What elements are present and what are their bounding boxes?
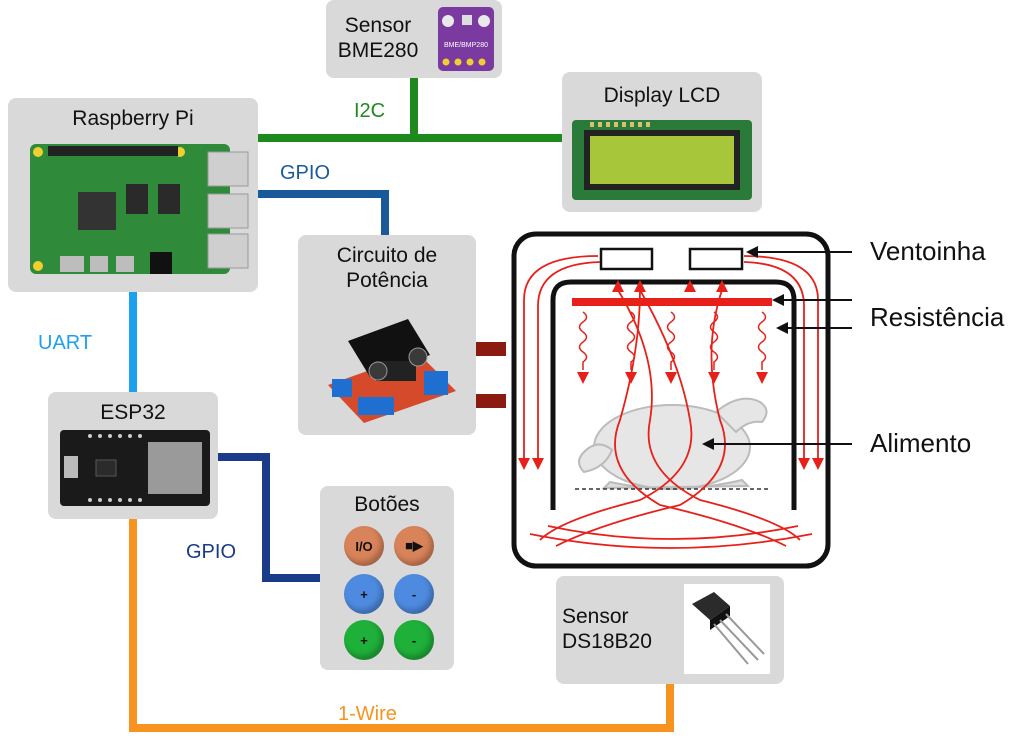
oven xyxy=(511,231,852,569)
gpio-bottom-label: GPIO xyxy=(186,541,237,563)
display-lcd-title: Display LCD xyxy=(603,84,721,107)
i2c-bus xyxy=(258,78,562,142)
airflow-arrows xyxy=(518,280,824,470)
bme280-chip-text: BME/BMP280 xyxy=(444,42,488,49)
callout-lines xyxy=(706,251,852,445)
food-label: Alimento xyxy=(870,428,972,458)
power-circuit-title: Circuito de Potência xyxy=(336,244,438,293)
green-plus-button[interactable]: + xyxy=(344,620,384,660)
gpio-top-wire xyxy=(258,190,389,237)
food-chicken xyxy=(578,397,768,490)
onewire-wire xyxy=(129,519,674,732)
esp32-board-image xyxy=(60,430,210,506)
power-link xyxy=(476,342,506,408)
heat-waves xyxy=(578,311,767,370)
display-lcd-box: Display LCD xyxy=(562,72,762,212)
buttons-box: Botões I/O ■▶ + - + - xyxy=(320,486,454,670)
esp32-title: ESP32 xyxy=(100,401,166,424)
fan-label: Ventoinha xyxy=(870,236,986,266)
gpio-top-label: GPIO xyxy=(280,162,331,184)
esp32-box: ESP32 xyxy=(48,392,218,519)
airflow xyxy=(523,255,819,549)
power-circuit-box: Circuito de Potência xyxy=(298,235,476,435)
raspberry-pi-title: Raspberry Pi xyxy=(72,107,194,130)
i2c-label: I2C xyxy=(354,100,386,122)
ds18b20-title: Sensor DS18B20 xyxy=(562,605,652,654)
blue-minus-button[interactable]: - xyxy=(394,574,434,614)
heater-label: Resistência xyxy=(870,302,1005,332)
gpio-bottom-wire xyxy=(218,453,320,582)
raspberry-pi-box: Raspberry Pi xyxy=(8,98,258,292)
fan-left xyxy=(599,247,654,271)
power-toggle-button[interactable]: I/O xyxy=(344,526,384,566)
bme280-title: Sensor BME280 xyxy=(337,14,419,63)
raspberry-pi-board-image xyxy=(30,144,249,274)
fan-right xyxy=(688,247,744,271)
h-bridge-module-image xyxy=(328,319,456,423)
uart-label: UART xyxy=(38,332,93,354)
oven-inner-wall xyxy=(550,279,797,510)
onewire-label: 1-Wire xyxy=(338,703,397,725)
bme280-chip-image: BME/BMP280 xyxy=(438,7,494,71)
oven-outer-wall xyxy=(511,231,831,569)
ds18b20-box: Sensor DS18B20 xyxy=(556,576,784,684)
buttons-title: Botões xyxy=(354,493,420,516)
green-minus-button[interactable]: - xyxy=(394,620,434,660)
bme280-box: Sensor BME280 BME/BMP280 xyxy=(326,0,502,78)
ds18b20-sensor-image xyxy=(684,584,770,674)
lcd-module-image xyxy=(572,120,752,200)
start-stop-button[interactable]: ■▶ xyxy=(394,526,434,566)
callout-arrowheads xyxy=(702,246,788,450)
blue-plus-button[interactable]: + xyxy=(344,574,384,614)
